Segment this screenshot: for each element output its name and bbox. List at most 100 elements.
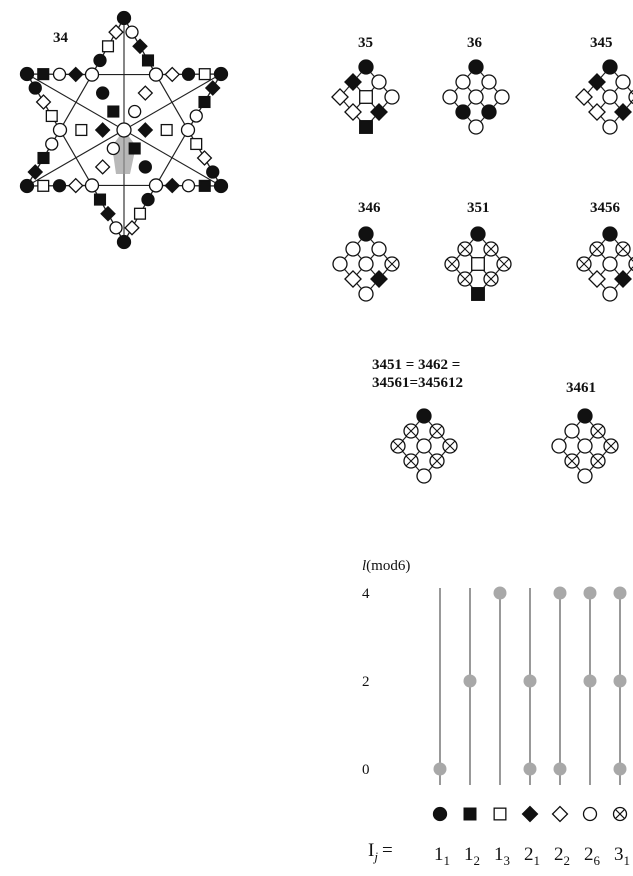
black-diamond-icon	[27, 164, 44, 180]
white-square-icon	[45, 109, 58, 123]
black-circle-icon	[19, 66, 35, 82]
black-circle-icon	[432, 806, 448, 822]
white-circle-icon	[371, 74, 387, 90]
white-circle-icon	[148, 178, 164, 193]
white-circle-icon	[84, 67, 100, 82]
white-diamond-icon	[124, 220, 140, 236]
black-diamond-icon	[137, 122, 154, 138]
white-circle-icon	[148, 67, 164, 82]
white-diamond-icon	[67, 177, 84, 194]
white-square-icon	[493, 807, 507, 821]
black-square-icon	[93, 193, 107, 206]
black-diamond-icon	[614, 103, 632, 121]
black-diamond-icon	[370, 103, 388, 121]
motif-graph	[576, 226, 633, 302]
motif-graph	[331, 59, 400, 134]
black-diamond-icon	[521, 805, 539, 823]
motif-label: 3451 = 3462 = 34561=345612	[372, 357, 464, 391]
motif-graph	[390, 408, 458, 484]
cross-circle-icon	[603, 438, 619, 454]
cross-circle-icon	[496, 256, 512, 272]
white-circle-icon	[189, 109, 203, 123]
black-circle-icon	[602, 226, 618, 242]
white-diamond-icon	[137, 85, 154, 101]
cross-circle-icon	[457, 271, 473, 287]
white-square-icon	[75, 123, 88, 137]
white-circle-icon	[116, 122, 132, 138]
white-square-icon	[160, 123, 173, 137]
white-circle-icon	[582, 806, 598, 822]
white-circle-icon	[481, 74, 497, 90]
motif-label: 3461	[566, 380, 596, 396]
black-circle-icon	[116, 234, 132, 250]
cross-circle-icon	[403, 453, 419, 469]
motif-label: 351	[467, 200, 490, 216]
cross-circle-icon	[444, 256, 460, 272]
white-diamond-icon	[344, 103, 362, 121]
column-index-label: 21	[524, 844, 540, 868]
cross-circle-icon	[390, 438, 406, 454]
black-circle-icon	[470, 226, 486, 242]
black-diamond-icon	[164, 177, 181, 194]
white-square-icon	[471, 257, 485, 271]
black-diamond-icon	[100, 205, 116, 222]
cross-circle-icon	[442, 438, 458, 454]
cross-circle-icon	[403, 423, 419, 439]
black-circle-icon	[602, 59, 618, 75]
level-point	[613, 586, 627, 600]
column-index-label: 13	[494, 844, 510, 868]
black-circle-icon	[455, 104, 471, 120]
white-circle-icon	[615, 74, 631, 90]
level-point	[433, 762, 447, 776]
white-diamond-icon	[108, 24, 124, 40]
cross-circle-icon	[384, 256, 400, 272]
white-circle-icon	[602, 89, 618, 105]
white-circle-icon	[84, 178, 100, 193]
white-circle-icon	[468, 119, 484, 135]
white-circle-icon	[494, 89, 510, 105]
white-diamond-icon	[588, 270, 606, 288]
cross-circle-icon	[564, 453, 580, 469]
black-square-icon	[471, 287, 485, 301]
white-circle-icon	[577, 438, 593, 454]
black-diamond-icon	[132, 38, 148, 55]
white-square-icon	[359, 90, 373, 104]
level-point	[583, 586, 597, 600]
white-circle-icon	[416, 438, 432, 454]
white-diamond-icon	[551, 805, 569, 823]
white-circle-icon	[602, 119, 618, 135]
white-circle-icon	[384, 89, 400, 105]
column-index-label: 31	[614, 844, 630, 868]
cross-circle-icon	[589, 241, 605, 257]
level-point	[463, 674, 477, 688]
black-diamond-icon	[204, 80, 221, 96]
white-square-icon	[133, 207, 147, 220]
level-point	[583, 674, 597, 688]
black-square-icon	[107, 105, 120, 118]
black-circle-icon	[481, 104, 497, 120]
black-circle-icon	[468, 59, 484, 75]
black-circle-icon	[358, 59, 374, 75]
motif-label: 3456	[590, 200, 620, 216]
black-diamond-icon	[614, 270, 632, 288]
cross-circle-icon	[615, 241, 631, 257]
white-circle-icon	[52, 67, 67, 81]
black-diamond-icon	[67, 66, 84, 83]
black-diamond-icon	[370, 270, 388, 288]
column-index-label: 12	[464, 844, 480, 868]
black-circle-icon	[416, 408, 432, 424]
white-diamond-icon	[575, 88, 593, 106]
cross-circle-icon	[628, 256, 633, 272]
white-circle-icon	[416, 468, 432, 484]
white-circle-icon	[358, 256, 374, 272]
index-label: Ij=	[368, 840, 393, 864]
white-circle-icon	[109, 221, 123, 235]
motif-graph	[575, 59, 633, 135]
cross-circle-icon	[612, 806, 628, 822]
white-square-icon	[37, 179, 50, 192]
column-index-label: 26	[584, 844, 601, 868]
level-point	[553, 762, 567, 776]
black-circle-icon	[116, 10, 132, 26]
black-square-icon	[463, 807, 477, 821]
